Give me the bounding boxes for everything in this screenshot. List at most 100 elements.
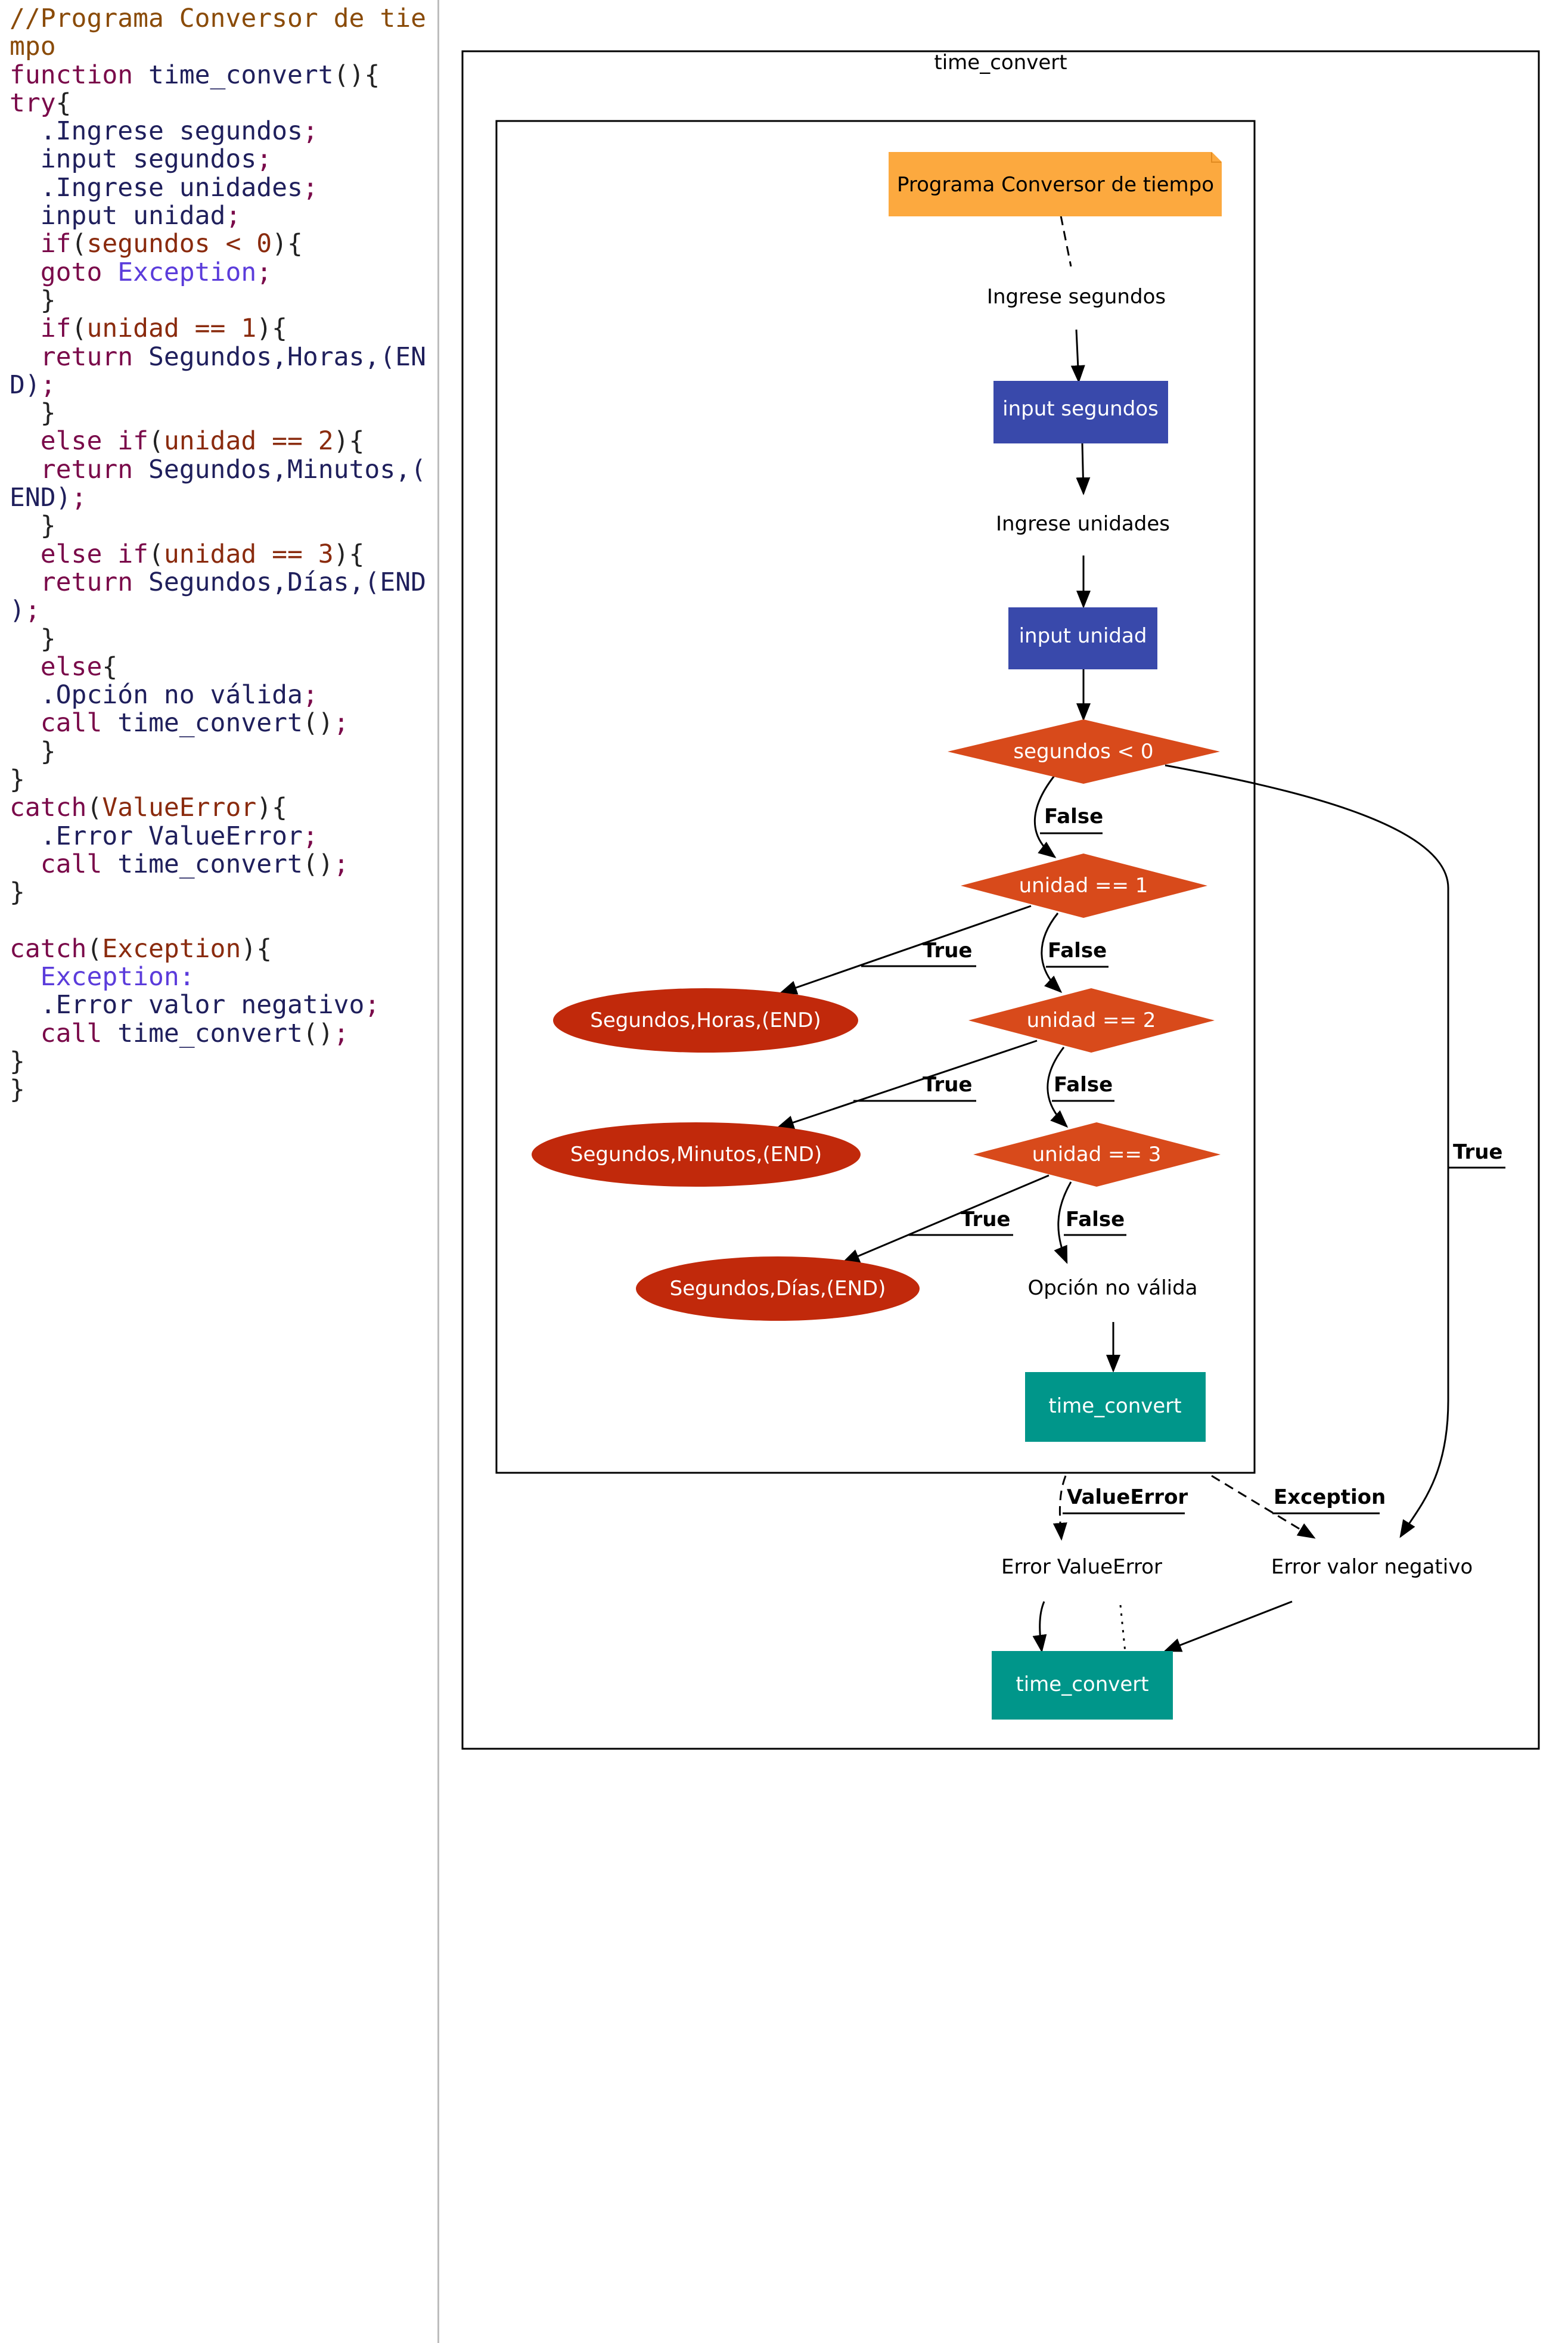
code-token: ){ <box>333 539 365 569</box>
edge-label-false-4: False <box>1066 1208 1125 1231</box>
code-token: try <box>10 88 56 118</box>
code-line: function time_convert(){ <box>10 61 438 89</box>
code-line: } <box>10 879 438 907</box>
code-line: } <box>10 736 438 766</box>
return-dias-label: Segundos,Días,(END) <box>670 1277 886 1301</box>
decision-unidad-1 <box>961 854 1207 918</box>
edge-dec-unidad1-true <box>779 905 1032 995</box>
return-horas-node <box>553 988 858 1053</box>
edge-dec-segundos-false <box>1034 773 1057 858</box>
edge-dec-unidad2-true <box>776 1039 1038 1129</box>
code-line: } <box>10 765 438 794</box>
code-token: return <box>10 342 133 372</box>
input-unidad-box <box>1008 607 1157 669</box>
edge-error-negativo-to-call-outer <box>1163 1600 1293 1652</box>
code-token: } <box>10 877 25 908</box>
decision-segundos-label: segundos < 0 <box>1013 740 1153 764</box>
code-token: .Error valor negativo <box>10 990 365 1020</box>
code-token: .Ingrese segundos <box>10 116 303 147</box>
code-line: call time_convert(); <box>10 709 438 737</box>
code-line: return Segundos,Horas,(EN <box>10 343 438 371</box>
code-token: .Opción no válida <box>10 680 303 710</box>
code-line: if(unidad == 1){ <box>10 315 438 343</box>
code-token: ){ <box>256 314 288 344</box>
code-line: catch(Exception){ <box>10 935 438 963</box>
edge-ingrese-segundos-to-input <box>1070 329 1085 383</box>
code-line: mpo <box>10 33 438 61</box>
code-token: else if <box>10 426 148 457</box>
code-token: } <box>10 736 56 766</box>
note-node <box>889 152 1222 216</box>
opcion-no-valida-label: Opción no válida <box>1027 1276 1197 1300</box>
code-token: } <box>10 1075 25 1105</box>
code-token: ; <box>24 595 41 626</box>
code-token: Segundos,Días,(END <box>133 567 426 597</box>
edge-error-value-to-call-outer <box>1032 1601 1047 1653</box>
code-token: else if <box>10 539 148 569</box>
code-token: } <box>10 623 56 654</box>
code-token: call <box>10 708 103 738</box>
code-token: catch <box>10 793 87 823</box>
code-token: } <box>10 511 56 541</box>
edge-note-to-ingrese-segundos <box>1060 215 1072 267</box>
code-token: Exception <box>102 933 241 964</box>
edge-exception <box>1211 1475 1316 1539</box>
code-line: input segundos; <box>10 145 438 173</box>
input-segundos-box <box>993 381 1168 443</box>
code-token: ; <box>225 201 241 231</box>
edge-dec-unidad3-false <box>1054 1181 1072 1264</box>
code-token: .Error ValueError <box>10 821 303 851</box>
edge-dec-unidad1-false <box>1041 913 1063 994</box>
code-token: segundos < 0 <box>86 229 272 259</box>
return-minutos-label: Segundos,Minutos,(END) <box>570 1143 822 1166</box>
ingrese-unidades-label: Ingrese unidades <box>996 512 1170 536</box>
code-token: if <box>10 229 72 259</box>
code-token: (){ <box>333 60 380 90</box>
ingrese-segundos-label: Ingrese segundos <box>987 285 1166 309</box>
decision-unidad-2-label: unidad == 2 <box>1027 1008 1156 1032</box>
code-token: Segundos,Horas,(EN <box>133 342 426 372</box>
panel-divider <box>437 0 439 2343</box>
code-line: } <box>10 625 438 653</box>
code-token: mpo <box>10 32 56 62</box>
code-token: input segundos <box>10 144 257 175</box>
code-token: ){ <box>272 229 303 259</box>
code-token: ( <box>71 314 87 344</box>
code-line: goto Exception; <box>10 257 438 287</box>
code-token: () <box>302 1018 334 1048</box>
edge-dec-unidad3-true <box>842 1174 1050 1264</box>
code-token: else <box>10 651 103 682</box>
code-token: () <box>302 708 334 738</box>
code-token: unidad == 2 <box>163 426 334 457</box>
edge-label-true-2: True <box>923 1073 973 1097</box>
code-token: Segundos,Minutos,( <box>133 454 426 485</box>
code-line: catch(ValueError){ <box>10 794 438 822</box>
code-line: try{ <box>10 89 438 117</box>
code-line: } <box>10 512 438 540</box>
code-line: } <box>10 1047 438 1076</box>
edge-label-false-2: False <box>1048 939 1107 963</box>
decision-unidad-3-label: unidad == 3 <box>1032 1143 1162 1166</box>
code-token: ; <box>333 708 349 738</box>
call-outer-label: time_convert <box>1016 1672 1148 1696</box>
code-token: //Programa Conversor de tie <box>10 4 426 33</box>
code-token: ; <box>256 144 272 175</box>
code-line: D); <box>10 371 438 399</box>
code-line: } <box>10 399 438 427</box>
code-token: { <box>55 88 72 118</box>
inner-cluster <box>495 120 1256 1474</box>
edge-dotted-call-outer <box>1119 1605 1126 1653</box>
code-line: .Ingrese segundos; <box>10 117 438 145</box>
code-token: ; <box>333 1018 349 1048</box>
code-line: .Opción no válida; <box>10 681 438 709</box>
code-token: time_convert <box>102 849 303 879</box>
decision-segundos-lt-0 <box>948 719 1220 784</box>
code-token: ( <box>86 933 103 964</box>
code-token: call <box>10 849 103 879</box>
code-token: ( <box>71 229 87 259</box>
code-token: ; <box>256 257 272 287</box>
code-token: unidad == 1 <box>86 314 257 344</box>
code-token: ; <box>333 849 349 879</box>
code-line: if(segundos < 0){ <box>10 230 438 258</box>
